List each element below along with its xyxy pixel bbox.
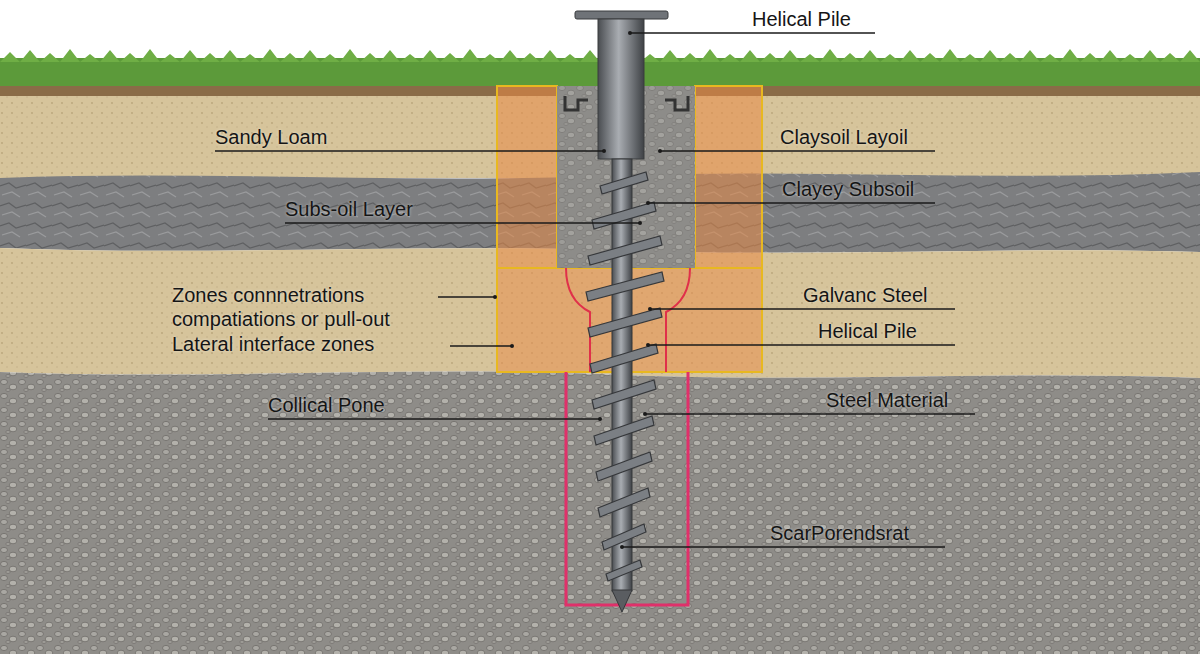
layer-label: Sandy Loam xyxy=(215,126,327,148)
material-label: Galvanc Steel xyxy=(803,284,928,306)
layer-label: Clayey Subsoil xyxy=(782,178,914,200)
part-label: Helical Pile xyxy=(818,320,917,342)
zone-label: Lateral interface zones xyxy=(172,333,374,355)
part-label: ScarPorendsrat xyxy=(770,522,909,544)
material-label: Steel Material xyxy=(826,389,948,411)
zone-label: compatiations or pull-out xyxy=(172,308,390,330)
part-label: Collical Pone xyxy=(268,394,385,416)
zone-label: Zones connnetrations xyxy=(172,284,364,306)
part-label: Helical Pile xyxy=(752,8,851,30)
layer-label: Claysoil Layoil xyxy=(780,126,908,148)
layer-label: Subs-oil Layer xyxy=(285,198,413,220)
